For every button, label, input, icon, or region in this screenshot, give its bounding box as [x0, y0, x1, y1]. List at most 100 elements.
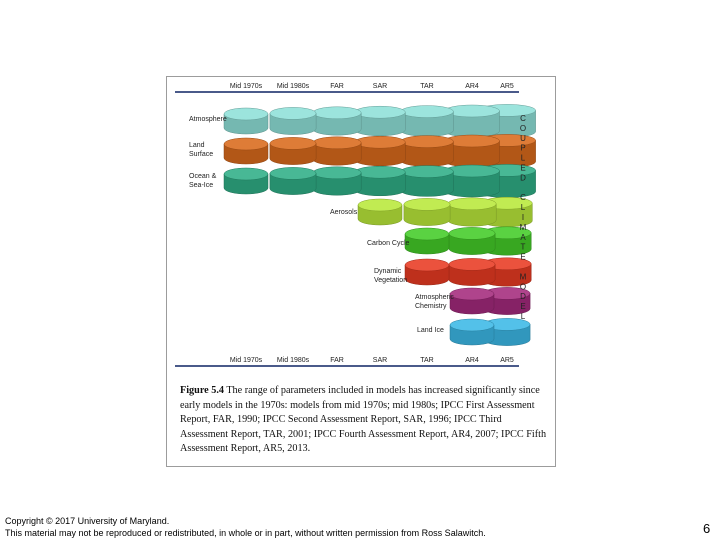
vertical-letter: P: [520, 144, 525, 153]
copyright-footer: Copyright © 2017 University of Maryland.…: [5, 515, 486, 539]
component-cylinder: [223, 137, 269, 165]
cylinder-top: [449, 287, 495, 301]
top-era-label: FAR: [330, 83, 344, 90]
component-cylinder: [403, 198, 451, 226]
vertical-letter: M: [520, 272, 527, 281]
vertical-letter: L: [521, 203, 526, 212]
figure-caption: Figure 5.4 The range of parameters inclu…: [180, 384, 548, 457]
cylinder-top: [354, 135, 406, 149]
cylinder-top: [223, 107, 269, 121]
component-cylinder: [354, 165, 406, 197]
component-cylinder: [483, 287, 531, 315]
cylinder-top: [312, 106, 362, 120]
component-cylinder: [404, 227, 450, 255]
cylinder-top: [312, 136, 362, 150]
component-cylinder: [223, 107, 269, 135]
component-cylinder: [223, 167, 269, 195]
cylinder-top: [354, 165, 406, 179]
bottom-era-label: AR5: [500, 357, 514, 364]
cylinder-top: [354, 105, 406, 119]
component-cylinder: [449, 318, 495, 346]
component-cylinder: [447, 197, 497, 227]
caption-prefix: Figure 5.4: [180, 385, 224, 396]
component-cylinder: [357, 198, 403, 226]
component-cylinder: [444, 104, 500, 138]
component-cylinder: [269, 137, 317, 165]
component-cylinder: [444, 134, 500, 168]
cylinder-top: [448, 227, 496, 240]
vertical-letter: M: [520, 223, 527, 232]
cylinder-top: [404, 258, 450, 272]
cylinder-top: [357, 198, 403, 212]
component-cylinder: [400, 165, 454, 197]
vertical-letter: C: [520, 114, 526, 123]
component-cylinder: [444, 164, 500, 198]
component-cylinders: [223, 104, 536, 346]
component-cylinder: [400, 135, 454, 167]
bottom-era-label: TAR: [420, 357, 433, 364]
page-number: 6: [703, 521, 711, 536]
vertical-letter: O: [520, 282, 526, 291]
vertical-letter: D: [520, 173, 526, 182]
component-label: Atmosphere: [189, 116, 227, 123]
bottom-era-label: SAR: [373, 357, 387, 364]
cylinder-top: [312, 166, 362, 180]
copyright-line: Copyright © 2017 University of Maryland.: [5, 516, 170, 526]
component-cylinder: [449, 287, 495, 315]
component-cylinder: [483, 318, 531, 346]
vertical-letter: D: [520, 292, 526, 301]
bottom-era-label: Mid 1970s: [230, 357, 263, 364]
bottom-era-label: FAR: [330, 357, 344, 364]
top-era-label: Mid 1970s: [230, 83, 263, 90]
component-label: Aerosols: [330, 209, 358, 216]
top-era-label: TAR: [420, 83, 433, 90]
component-cylinder: [269, 167, 317, 195]
vertical-letter: A: [520, 233, 526, 242]
cylinder-top: [400, 135, 454, 148]
component-cylinder: [269, 107, 317, 135]
vertical-letter: L: [521, 154, 526, 163]
cylinder-top: [449, 318, 495, 332]
cylinder-top: [403, 198, 451, 211]
vertical-letter: U: [520, 134, 526, 143]
cylinder-top: [269, 137, 317, 150]
cylinder-top: [448, 258, 496, 271]
cylinder-top: [269, 167, 317, 180]
cylinder-body: [447, 203, 497, 227]
vertical-letter: O: [520, 124, 526, 133]
component-cylinder: [312, 106, 362, 136]
cylinder-top: [223, 167, 269, 181]
top-era-label: AR4: [465, 83, 479, 90]
cylinder-top: [404, 227, 450, 241]
top-era-label: SAR: [373, 83, 387, 90]
component-cylinder: [312, 136, 362, 166]
component-cylinder: [400, 105, 454, 137]
permission-line: This material may not be reproduced or r…: [5, 528, 486, 538]
bottom-era-label: AR4: [465, 357, 479, 364]
vertical-letter: L: [521, 312, 526, 321]
component-cylinder: [354, 135, 406, 167]
vertical-letter: C: [520, 193, 526, 202]
component-cylinder: [404, 258, 450, 286]
component-label: Land Ice: [417, 327, 444, 334]
vertical-letter: E: [520, 253, 525, 262]
cylinder-top: [447, 197, 497, 211]
top-era-label: AR5: [500, 83, 514, 90]
vertical-letter: E: [520, 302, 525, 311]
caption-text: The range of parameters included in mode…: [180, 385, 547, 455]
component-cylinder: [354, 105, 406, 137]
vertical-letter: E: [520, 164, 525, 173]
cylinder-top: [400, 165, 454, 178]
component-cylinder: [448, 227, 496, 255]
component-label: Carbon Cycle: [367, 240, 410, 247]
cylinder-top: [223, 137, 269, 151]
component-cylinder: [448, 258, 496, 286]
